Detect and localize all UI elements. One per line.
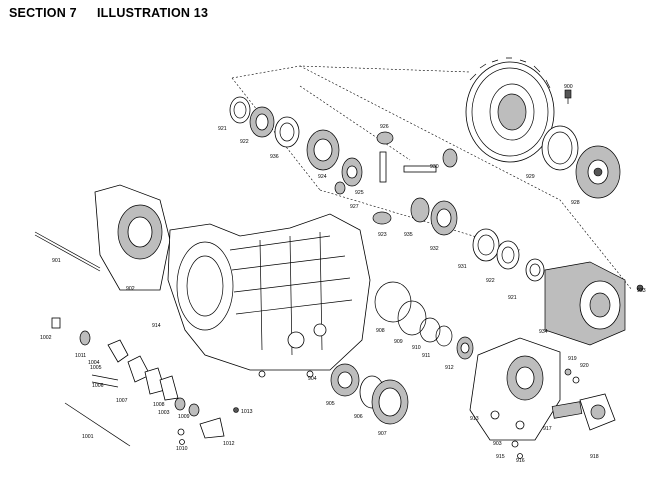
rod	[34, 231, 101, 272]
callout-933: 933	[637, 288, 646, 294]
callout-922-upper: 922	[240, 139, 249, 145]
pinion-bearing-set	[330, 363, 409, 425]
callout-907: 907	[378, 431, 387, 437]
callout-920: 920	[580, 363, 589, 369]
washer-stack-upper	[229, 96, 300, 148]
callout-927: 927	[350, 204, 359, 210]
callout-928: 928	[571, 200, 580, 206]
callout-917: 917	[543, 426, 552, 432]
differential-flange	[575, 145, 621, 199]
illustration-title: ILLUSTRATION 13	[97, 6, 209, 20]
callout-913: 913	[470, 416, 479, 422]
shift-mechanism	[51, 317, 239, 447]
spider-gears	[334, 131, 458, 225]
callout-1007: 1007	[116, 398, 128, 404]
callout-1004: 1004	[88, 360, 100, 366]
differential-bearing-and-gear	[306, 129, 363, 187]
callout-904: 904	[308, 376, 317, 382]
callout-905: 905	[326, 401, 335, 407]
callout-1013: 1013	[241, 409, 253, 415]
callout-923: 923	[378, 232, 387, 238]
small-fasteners	[511, 368, 580, 459]
callout-931: 931	[458, 264, 467, 270]
section-title: SECTION 7	[9, 6, 77, 20]
callout-914: 914	[152, 323, 161, 329]
callout-909: 909	[394, 339, 403, 345]
callout-1009: 1009	[178, 414, 190, 420]
small-screws	[258, 370, 314, 378]
callout-932: 932	[430, 246, 439, 252]
rear-cover	[469, 337, 561, 441]
mounting-plate	[94, 184, 171, 291]
callout-910: 910	[412, 345, 421, 351]
callout-934: 934	[539, 329, 548, 335]
callout-912: 912	[445, 365, 454, 371]
callout-922-lower: 922	[486, 278, 495, 284]
transmission-case	[167, 213, 371, 371]
output-shaft-flange	[551, 393, 616, 431]
callout-1002: 1002	[40, 335, 52, 341]
shim-rings	[374, 281, 474, 360]
callout-930: 930	[430, 164, 439, 170]
washer-stack-lower	[410, 197, 545, 282]
callout-903: 903	[493, 441, 502, 447]
callout-1008: 1008	[153, 402, 165, 408]
callout-1003: 1003	[158, 410, 170, 416]
callout-901: 901	[52, 258, 61, 264]
callout-902: 902	[126, 286, 135, 292]
bolt	[564, 89, 572, 104]
callout-918: 918	[590, 454, 599, 460]
callout-936: 936	[270, 154, 279, 160]
callout-1005: 1005	[90, 365, 102, 371]
callout-1006: 1006	[92, 383, 104, 389]
callout-925: 925	[355, 190, 364, 196]
callout-935: 935	[404, 232, 413, 238]
callout-929: 929	[526, 174, 535, 180]
callout-921-upper: 921	[218, 126, 227, 132]
callout-1001: 1001	[82, 434, 94, 440]
callout-916: 916	[516, 458, 525, 464]
callout-900: 900	[564, 84, 573, 90]
callout-1010: 1010	[176, 446, 188, 452]
callout-labels: 900 901 902 903 904 905 906 907 908 909 …	[40, 84, 646, 464]
callout-915: 915	[496, 454, 505, 460]
callout-919: 919	[568, 356, 577, 362]
callout-911: 911	[422, 353, 430, 359]
ring-gear	[465, 57, 555, 163]
callout-1012: 1012	[223, 441, 235, 447]
callout-906: 906	[354, 414, 363, 420]
differential-housing	[544, 261, 644, 346]
callout-924: 924	[318, 174, 327, 180]
callout-1011: 1011	[75, 353, 86, 359]
callout-926: 926	[380, 124, 389, 130]
callout-908: 908	[376, 328, 385, 334]
callout-921-lower: 921	[508, 295, 517, 301]
bearing-ring	[541, 125, 579, 171]
